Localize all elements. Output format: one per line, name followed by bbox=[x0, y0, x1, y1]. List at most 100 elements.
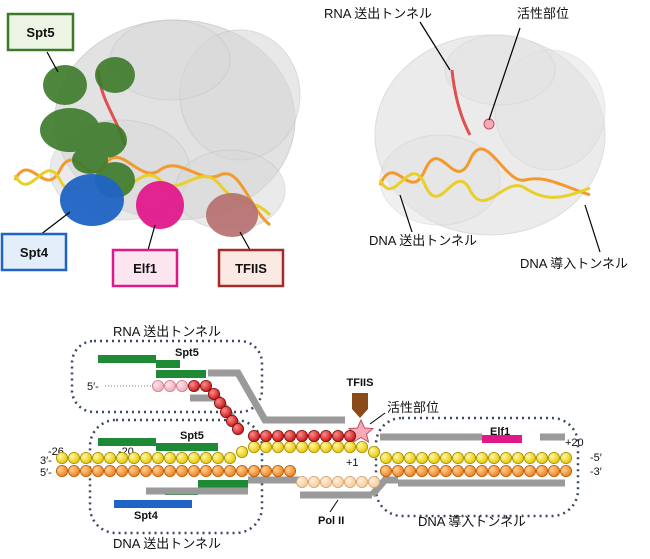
nontemplate-strand-nucleotide bbox=[524, 464, 537, 477]
template-strand-nucleotide bbox=[536, 451, 549, 464]
template-strand-nucleotide bbox=[175, 451, 188, 464]
nontemplate-bubble-nucleotide bbox=[343, 475, 356, 488]
spt4-bar bbox=[114, 500, 192, 508]
nontemplate-strand-nucleotide bbox=[259, 464, 272, 477]
template-strand-nucleotide bbox=[427, 451, 440, 464]
dna-entry-tunnel-label-bottom: DNA 導入トンネル bbox=[418, 514, 526, 529]
template-strand-nucleotide bbox=[139, 451, 152, 464]
top-right-leader-lines bbox=[399, 21, 601, 253]
rna-nucleotide bbox=[207, 387, 220, 400]
rna-nucleotide bbox=[213, 396, 226, 409]
strand-5prime-left-label: 5′- bbox=[40, 467, 52, 479]
active-site-marker bbox=[483, 118, 495, 130]
template-strand-nucleotide bbox=[403, 451, 416, 464]
top-left-leader-lines bbox=[39, 51, 251, 251]
bottom-schematic: RNA 送出トンネル DNA 送出トンネル DNA 導入トンネル Spt5 5′… bbox=[40, 324, 602, 551]
top-left-structure-panel: Spt5 Spt4 Elf1 TFIIS bbox=[0, 12, 301, 288]
nontemplate-strand-nucleotide bbox=[451, 464, 464, 477]
rna-nucleotide bbox=[307, 429, 320, 442]
elf1-label-bottom: Elf1 bbox=[490, 426, 510, 438]
template-strand-nucleotide bbox=[223, 451, 236, 464]
rna-nucleotide bbox=[231, 422, 244, 435]
template-strand-nucleotide bbox=[391, 451, 404, 464]
template-strand-nucleotide bbox=[116, 451, 129, 464]
elf1-bar bbox=[482, 435, 522, 443]
active-site-label-bottom: 活性部位 bbox=[387, 400, 439, 415]
spt5-label: Spt5 bbox=[26, 25, 54, 40]
nontemplate-strand-nucleotide bbox=[560, 464, 573, 477]
nontemplate-strand-nucleotide bbox=[235, 464, 248, 477]
nontemplate-strand-nucleotide bbox=[56, 464, 69, 477]
rna-exit-tunnel-label: RNA 送出トンネル bbox=[324, 6, 432, 21]
nontemplate-strand-nucleotide bbox=[163, 464, 176, 477]
template-strand-nucleotide bbox=[367, 445, 380, 458]
spt5-upper-label: Spt5 bbox=[175, 347, 199, 359]
elf1-label-box: Elf1 bbox=[111, 248, 179, 288]
rna-nucleotide bbox=[295, 429, 308, 442]
pol2-label: Pol II bbox=[318, 515, 344, 527]
template-strand-nucleotide bbox=[295, 440, 308, 453]
nontemplate-strand-nucleotide bbox=[175, 464, 188, 477]
nontemplate-strand-nucleotide bbox=[391, 464, 404, 477]
rna-nucleotide bbox=[219, 405, 232, 418]
template-strand-nucleotide bbox=[524, 451, 537, 464]
active-site-label: 活性部位 bbox=[517, 6, 569, 21]
template-strand-nucleotide bbox=[319, 440, 332, 453]
tfiis-label-box: TFIIS bbox=[217, 248, 285, 288]
dna-exit-tunnel-label-bottom: DNA 送出トンネル bbox=[113, 536, 221, 551]
template-strand-nucleotide bbox=[439, 451, 452, 464]
nontemplate-strand-nucleotide bbox=[427, 464, 440, 477]
template-strand-nucleotide bbox=[56, 451, 69, 464]
template-strand-nucleotide bbox=[415, 451, 428, 464]
dna-helix-image-right bbox=[378, 147, 591, 202]
nucleotide-layer bbox=[56, 379, 573, 488]
pol2-leader bbox=[329, 499, 339, 513]
elf1-structure-image bbox=[136, 181, 184, 229]
nontemplate-bubble-nucleotide bbox=[295, 475, 308, 488]
template-strand-nucleotide bbox=[379, 451, 392, 464]
template-strand-nucleotide bbox=[80, 451, 93, 464]
nontemplate-strand-nucleotide bbox=[187, 464, 200, 477]
elf1-label: Elf1 bbox=[133, 261, 157, 276]
nontemplate-strand-nucleotide bbox=[151, 464, 164, 477]
nontemplate-strand-nucleotide bbox=[247, 464, 260, 477]
template-strand-nucleotide bbox=[451, 451, 464, 464]
template-strand-nucleotide bbox=[247, 440, 260, 453]
tfiis-label-bottom: TFIIS bbox=[347, 377, 374, 389]
pos-plus1-label: +1 bbox=[346, 457, 359, 469]
pol2-lower-lines bbox=[146, 433, 565, 499]
rna-5prime-label: 5′- bbox=[87, 381, 99, 393]
template-strand-nucleotide bbox=[92, 451, 105, 464]
nontemplate-strand-nucleotide bbox=[223, 464, 236, 477]
nontemplate-strand-nucleotide bbox=[283, 464, 296, 477]
nontemplate-strand-nucleotide bbox=[415, 464, 428, 477]
nontemplate-strand-nucleotide bbox=[271, 464, 284, 477]
nontemplate-strand-nucleotide bbox=[199, 464, 212, 477]
dna-exit-tunnel-label: DNA 送出トンネル bbox=[369, 233, 477, 248]
spt4-structure-image bbox=[60, 174, 124, 226]
nontemplate-bubble-nucleotide bbox=[367, 475, 380, 488]
template-strand-nucleotide bbox=[512, 451, 525, 464]
nontemplate-strand-nucleotide bbox=[127, 464, 140, 477]
template-strand-nucleotide bbox=[475, 451, 488, 464]
rna-strand-image-right bbox=[450, 69, 472, 136]
template-strand-nucleotide bbox=[307, 440, 320, 453]
template-strand-nucleotide bbox=[560, 451, 573, 464]
nontemplate-strand-nucleotide bbox=[439, 464, 452, 477]
rna-nucleotide bbox=[247, 429, 260, 442]
tfiis-label: TFIIS bbox=[235, 261, 267, 276]
pos-plus20-label: +20 bbox=[565, 437, 584, 449]
nontemplate-strand-nucleotide bbox=[92, 464, 105, 477]
tfiis-marker bbox=[352, 393, 368, 418]
template-strand-nucleotide bbox=[211, 451, 224, 464]
template-strand-nucleotide bbox=[199, 451, 212, 464]
template-strand-nucleotide bbox=[151, 451, 164, 464]
active-site-leader bbox=[369, 412, 386, 425]
rna-nucleotide bbox=[187, 379, 200, 392]
rna-nucleotide bbox=[259, 429, 272, 442]
template-strand-nucleotide bbox=[355, 440, 368, 453]
template-strand-nucleotide bbox=[343, 440, 356, 453]
rna-faded-nucleotide bbox=[151, 379, 164, 392]
nontemplate-strand-nucleotide bbox=[211, 464, 224, 477]
